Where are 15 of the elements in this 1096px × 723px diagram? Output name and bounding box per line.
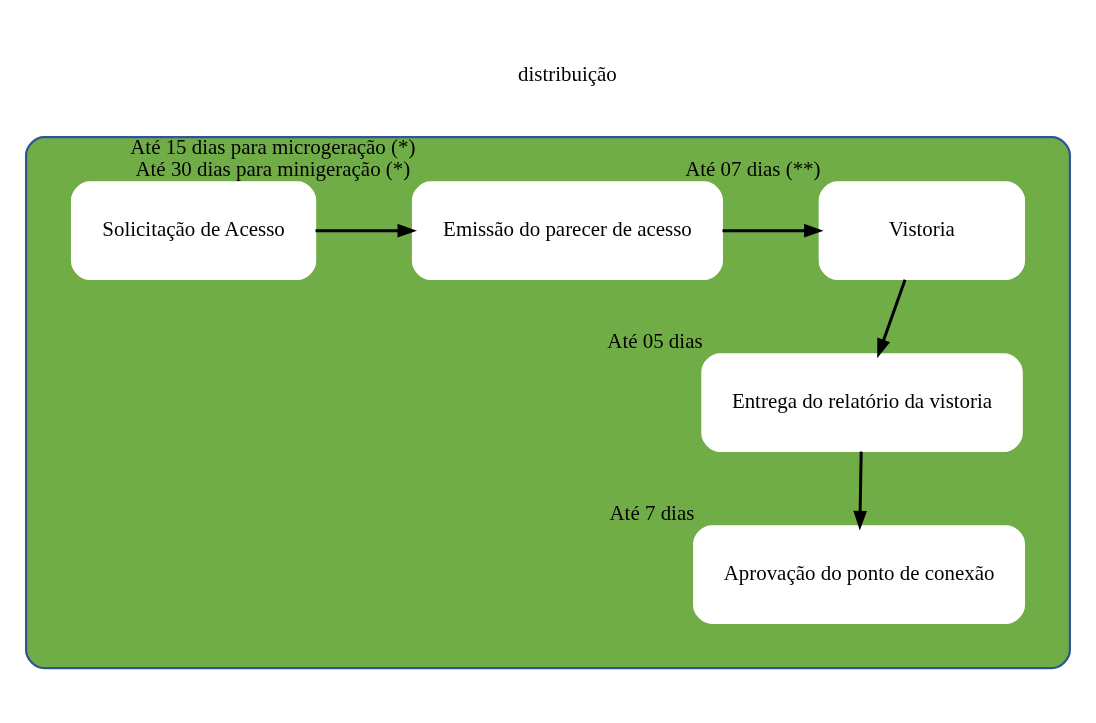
- node-box: Emissão do parecer de acesso: [411, 181, 723, 280]
- node-label: Até 7 dias: [609, 501, 695, 526]
- node-box: Solicitação de Acesso: [70, 181, 317, 280]
- arrow: [853, 451, 867, 531]
- node-box: Aprovação do ponto de conexão: [693, 525, 1026, 624]
- arrow: [877, 279, 907, 359]
- node-box: Entrega do relatório da vistoria: [701, 353, 1023, 452]
- node-label: Até 05 dias: [607, 329, 703, 354]
- label: distribuição: [518, 61, 617, 86]
- node-box: Vistoria: [818, 181, 1026, 280]
- cluster: [25, 136, 1071, 670]
- node-label: Até 15 dias para microgeração (*): [130, 134, 416, 159]
- node-label: Até 07 dias (**): [685, 157, 821, 182]
- arrow: [315, 223, 417, 238]
- arrow: [722, 223, 824, 238]
